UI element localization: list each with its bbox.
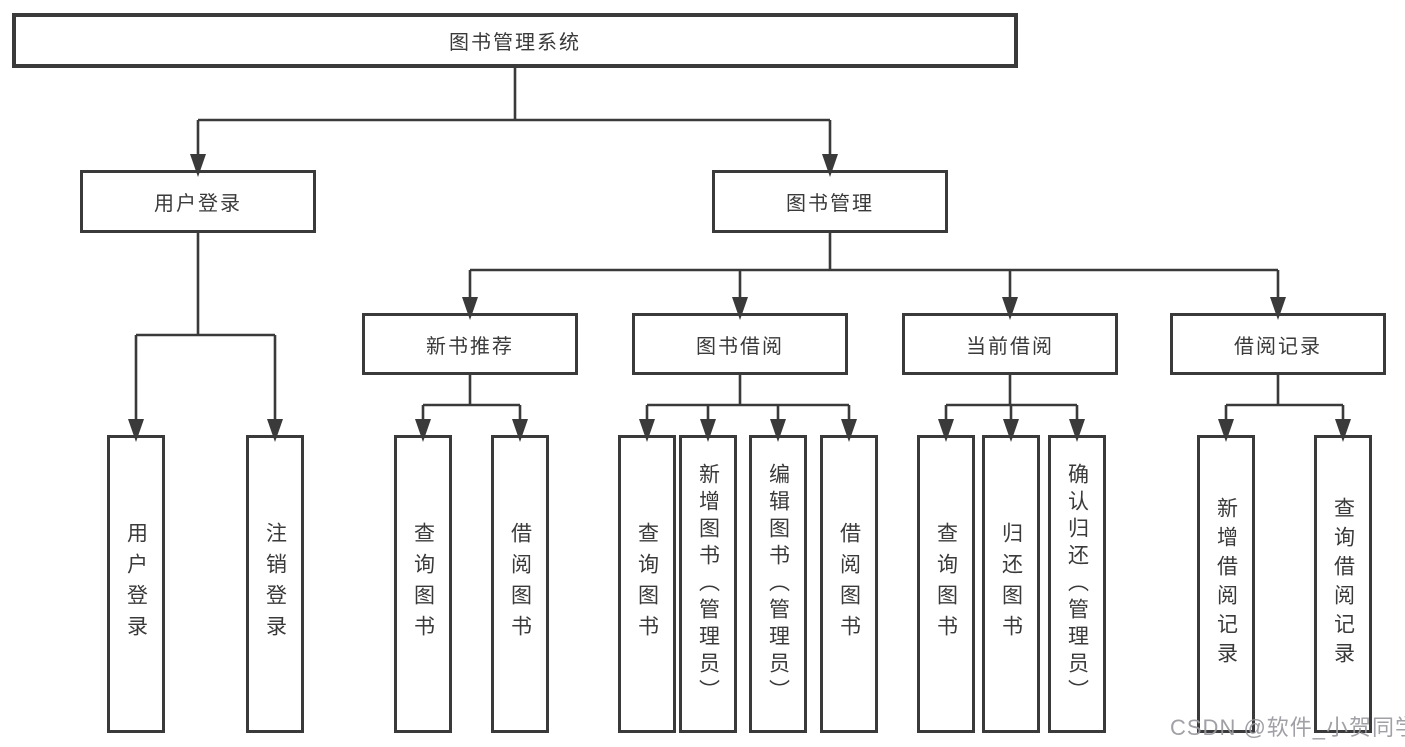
watermark-text: CSDN @软件_小贺同学 <box>1170 715 1405 740</box>
leaf-add-books-admin: 新增图书（管理员） <box>679 435 737 733</box>
leaf-user-login: 用户登录 <box>107 435 165 733</box>
leaf-add-borrow-record: 新增借阅记录 <box>1197 435 1255 733</box>
leaf-borrow-books: 借阅图书 <box>820 435 878 733</box>
node-new-book-recommendation: 新书推荐 <box>362 313 578 375</box>
leaf-return-books: 归还图书 <box>982 435 1040 733</box>
node-book-borrowing: 图书借阅 <box>632 313 848 375</box>
leaf-query-books-borrow: 查询图书 <box>618 435 676 733</box>
leaf-logout-login: 注销登录 <box>246 435 304 733</box>
leaf-borrow-books-recommend: 借阅图书 <box>491 435 549 733</box>
node-borrowing-records: 借阅记录 <box>1170 313 1386 375</box>
leaf-edit-books-admin: 编辑图书（管理员） <box>749 435 807 733</box>
node-current-borrowing: 当前借阅 <box>902 313 1118 375</box>
node-book-management: 图书管理 <box>712 170 948 233</box>
node-user-login: 用户登录 <box>80 170 316 233</box>
leaf-query-books-current: 查询图书 <box>917 435 975 733</box>
node-root-library-management-system: 图书管理系统 <box>12 13 1018 68</box>
leaf-query-books-recommend: 查询图书 <box>394 435 452 733</box>
leaf-query-borrow-record: 查询借阅记录 <box>1314 435 1372 733</box>
leaf-confirm-return-admin: 确认归还（管理员） <box>1048 435 1106 733</box>
